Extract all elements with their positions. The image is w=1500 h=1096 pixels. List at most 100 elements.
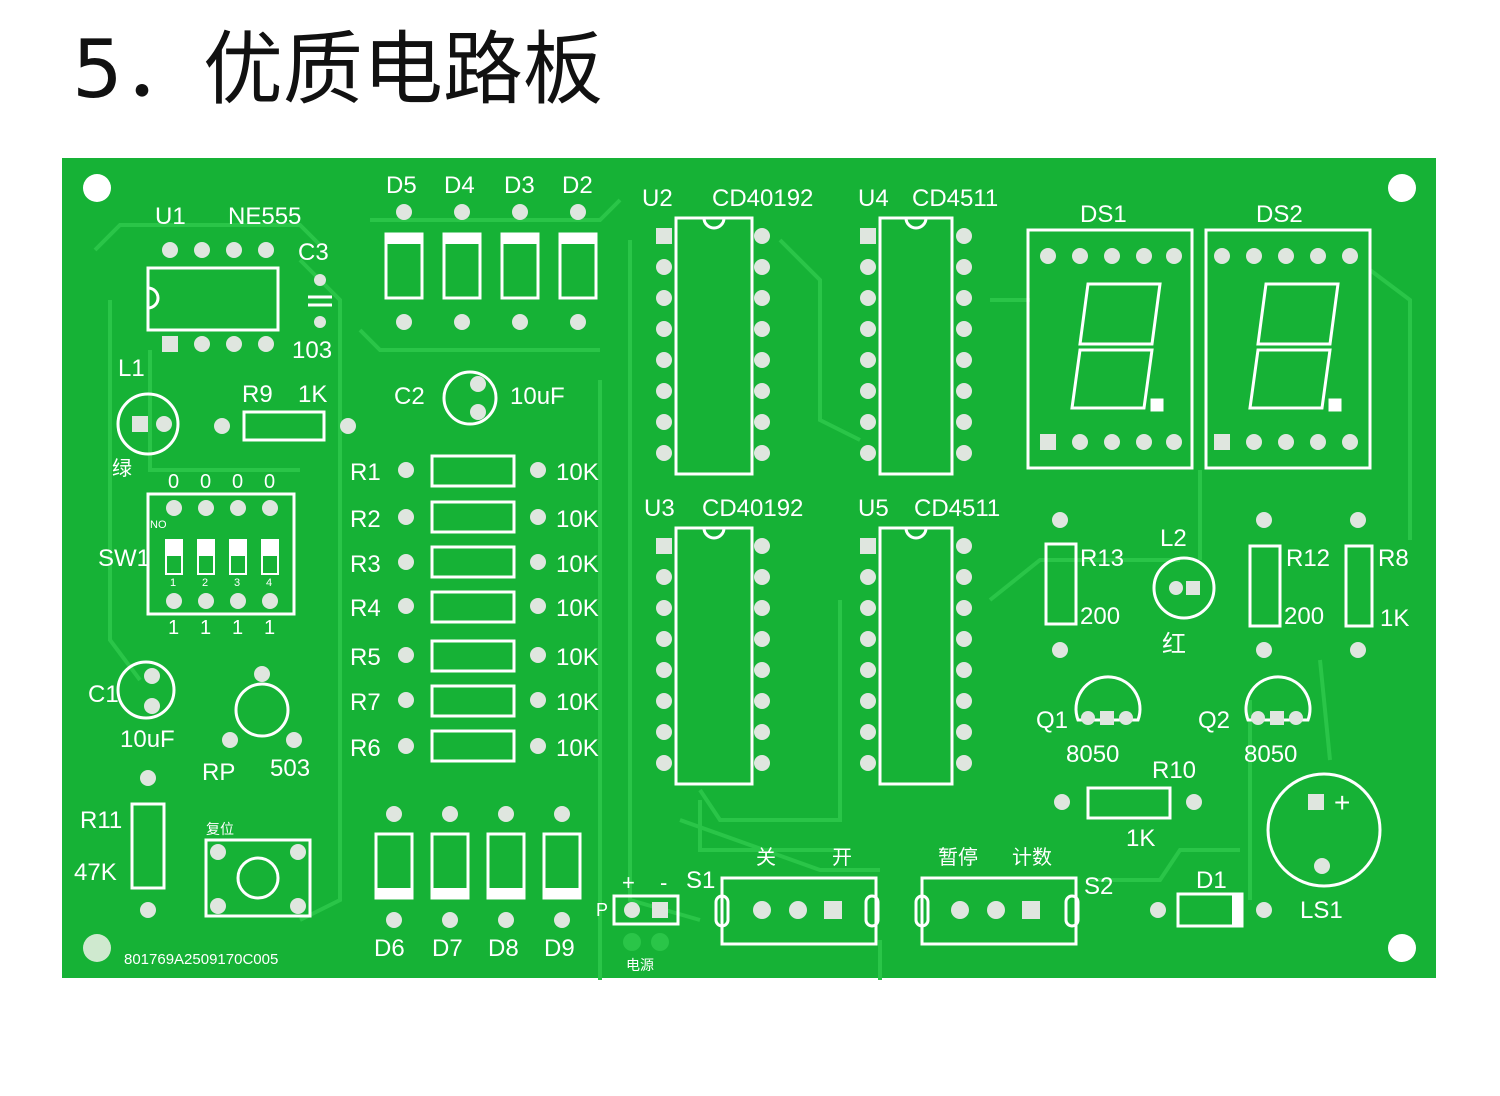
ic-pin-pad	[956, 445, 972, 461]
svg-text:10K: 10K	[556, 595, 599, 622]
svg-text:0: 0	[232, 471, 243, 493]
ic-pin-pad	[860, 662, 876, 678]
svg-text:CD4511: CD4511	[912, 185, 998, 212]
copper-traces	[93, 198, 1412, 980]
ic-pin-pad	[956, 569, 972, 585]
u5-chip: U5 CD4511	[858, 495, 1000, 786]
ic-pin-pad	[956, 321, 972, 337]
ic-pin-pad	[656, 724, 672, 740]
svg-text:R6: R6	[350, 735, 381, 762]
ic-pin-pad	[860, 538, 876, 554]
svg-text:0: 0	[264, 471, 275, 493]
ic-pin-pad	[754, 662, 770, 678]
reset-label: 复位	[206, 821, 234, 837]
ic-pin-pad	[860, 724, 876, 740]
u1-outline	[146, 266, 280, 332]
mounting-hole	[1388, 174, 1416, 202]
svg-text:D9: D9	[544, 935, 575, 962]
rp-label: RP	[202, 759, 235, 786]
ic-pin-pad	[656, 755, 672, 771]
sw1-bottom-labels: 1 1 1 1	[168, 617, 275, 639]
r12-label: R12	[1286, 545, 1330, 572]
ic-pin-pad	[956, 724, 972, 740]
svg-text:10K: 10K	[556, 551, 599, 578]
ic-pin-pad	[956, 662, 972, 678]
r11-label: R11	[80, 807, 122, 834]
svg-text:D7: D7	[432, 935, 463, 962]
svg-text:R2: R2	[350, 506, 381, 533]
q2-label: Q2	[1198, 707, 1230, 734]
ic-pin-pad	[956, 755, 972, 771]
ic-pin-pad	[956, 538, 972, 554]
svg-text:1: 1	[232, 617, 243, 639]
r13-value: 200	[1080, 603, 1120, 630]
ic-pin-pad	[860, 693, 876, 709]
ds1-label: DS1	[1080, 201, 1127, 228]
svg-text:R1: R1	[350, 459, 381, 486]
svg-text:1: 1	[264, 617, 275, 639]
svg-text:D2: D2	[562, 172, 593, 199]
s1-on-label: 开	[832, 847, 852, 869]
svg-text:10K: 10K	[556, 506, 599, 533]
ic-pin-pad	[656, 259, 672, 275]
ic-pin-pad	[754, 755, 770, 771]
svg-text:0: 0	[168, 471, 179, 493]
ic-pin-pad	[860, 352, 876, 368]
sw1-top-labels: 0 0 0 0	[168, 471, 275, 493]
ic-pin-pad	[860, 259, 876, 275]
ic-pin-pad	[956, 290, 972, 306]
sw1-outline	[146, 492, 296, 616]
ic-pin-pad	[956, 693, 972, 709]
r8-label: R8	[1378, 545, 1409, 572]
svg-text:10K: 10K	[556, 644, 599, 671]
svg-text:CD4511: CD4511	[914, 495, 1000, 522]
r9-value: 1K	[298, 381, 327, 408]
svg-text:+: +	[622, 870, 635, 895]
ic-pin-pad	[754, 321, 770, 337]
q1-label: Q1	[1036, 707, 1068, 734]
u1-label: U1	[155, 203, 186, 230]
svg-text:-: -	[660, 870, 667, 895]
ic-pin-pad	[860, 445, 876, 461]
ic-pin-pad	[656, 538, 672, 554]
ic-pin-pad	[656, 569, 672, 585]
ic-pin-pad	[956, 631, 972, 647]
svg-text:R5: R5	[350, 644, 381, 671]
svg-text:U3: U3	[644, 495, 675, 522]
s1-off-label: 关	[756, 846, 776, 869]
c1-label: C1	[88, 681, 119, 708]
ic-pin-pad	[754, 259, 770, 275]
ne555-label: NE555	[228, 203, 301, 230]
svg-text:CD40192: CD40192	[712, 185, 813, 212]
svg-text:10K: 10K	[556, 689, 599, 716]
svg-text:1: 1	[200, 617, 211, 639]
svg-text:R4: R4	[350, 595, 381, 622]
svg-text:P: P	[596, 900, 608, 920]
sw1-nums: 1 2 3 4	[170, 577, 272, 589]
svg-text:2: 2	[202, 577, 208, 589]
svg-text:4: 4	[266, 577, 272, 589]
r8-value: 1K	[1380, 605, 1409, 632]
ic-pin-pad	[656, 631, 672, 647]
ic-pin-pad	[656, 228, 672, 244]
ds1-digit	[1070, 282, 1164, 412]
r11-value: 47K	[74, 859, 117, 886]
ic-pin-pad	[860, 569, 876, 585]
c3-value: 103	[292, 337, 332, 364]
ic-pin-pad	[754, 383, 770, 399]
svg-text:10K: 10K	[556, 735, 599, 762]
ds2-label: DS2	[1256, 201, 1303, 228]
ic-pin-pad	[754, 352, 770, 368]
svg-text:NO: NO	[150, 519, 167, 531]
ic-pin-pad	[956, 600, 972, 616]
ic-pin-pad	[656, 352, 672, 368]
ic-pin-pad	[754, 600, 770, 616]
svg-text:R7: R7	[350, 689, 381, 716]
ic-pin-pad	[860, 321, 876, 337]
r10-label: R10	[1152, 757, 1196, 784]
ic-pin-pad	[754, 228, 770, 244]
ic-pin-pad	[754, 445, 770, 461]
ic-pin-pad	[656, 321, 672, 337]
c1-value: 10uF	[120, 726, 175, 753]
